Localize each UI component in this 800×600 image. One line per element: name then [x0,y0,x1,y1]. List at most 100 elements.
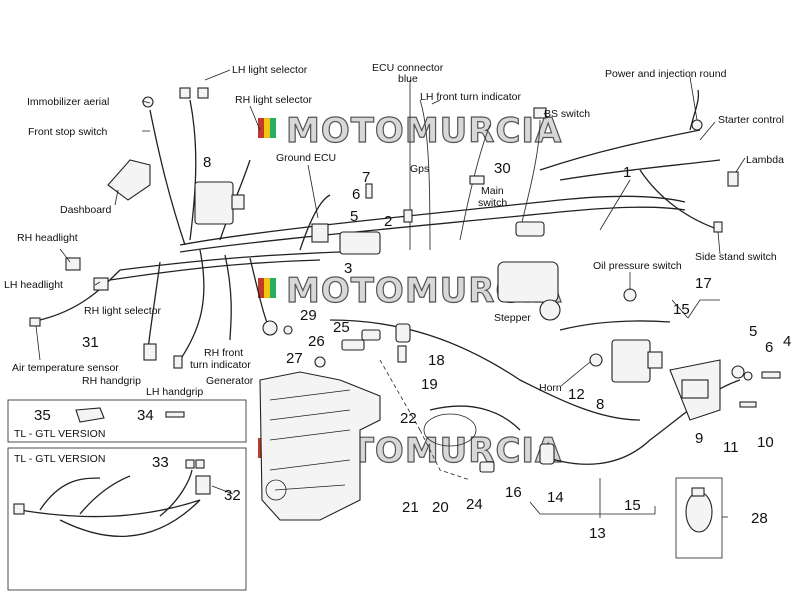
part-number-22: 22 [400,410,417,427]
label-side-stand-switch: Side stand switch [695,251,777,263]
label-main-switch-l1: Main [481,185,504,197]
label-rh-light-selector-left: RH light selector [84,305,162,317]
main-harness [39,89,741,465]
sensor-16 [479,461,495,473]
sensor-25-26 [341,329,381,351]
side-stand-connector [713,221,723,233]
lambda-connector [727,171,739,187]
label-stepper: Stepper [494,312,531,324]
label-tl-gtl-version-35: TL - GTL VERSION [14,428,105,440]
leader-lines [35,69,746,518]
label-starter-control: Starter control [718,114,784,126]
abs-switch-connector [533,107,547,119]
gps-connector [403,209,413,223]
part-number-24: 24 [466,496,483,513]
part-number-5-right: 5 [749,323,757,340]
part-number-35: 35 [34,407,51,424]
washer-27 [314,356,326,368]
part-number-21: 21 [402,499,419,516]
label-abs-switch: BS switch [544,108,590,120]
part-number-11: 11 [723,439,739,456]
lh-light-selector-part [179,87,209,99]
part-number-18: 18 [428,352,445,369]
ground-ecu-connector [311,223,381,255]
lh-handgrip-connector [173,355,183,369]
part-number-7: 7 [362,169,370,186]
text-labels: LH light selector Immobilizer aerial Fro… [4,62,784,398]
part-number-14: 14 [547,489,564,506]
label-main-switch-l2: switch [478,197,507,209]
part-number-30: 30 [494,160,511,177]
dashed-group-20-21-24 [379,359,477,481]
part-number-34: 34 [137,407,154,424]
label-rh-front-turn-l1: RH front [204,347,243,359]
part-number-6-top: 6 [352,186,360,203]
label-oil-pressure-switch: Oil pressure switch [593,260,682,272]
horn-connector [589,353,603,367]
label-air-temperature-sensor: Air temperature sensor [12,362,119,374]
label-lh-light-selector-top: LH light selector [232,64,308,76]
part-number-6-right: 6 [765,339,773,356]
label-rh-light-selector-top: RH light selector [235,94,313,106]
power-injection-ring [691,119,703,131]
label-rh-handgrip: RH handgrip [82,375,141,387]
part-number-8-right: 8 [596,396,604,413]
rh-handgrip-connector [143,343,157,361]
sensor-14 [539,443,555,465]
spark-cap-18 [395,323,411,343]
label-rh-headlight: RH headlight [17,232,78,244]
label-gps: Gps [410,163,429,175]
label-horn: Horn [539,382,562,394]
part-number-16: 16 [505,484,522,501]
part-number-1: 1 [623,164,631,181]
part-number-15-bottom: 15 [624,497,641,514]
part-number-33: 33 [152,454,169,471]
part-number-17: 17 [695,275,712,292]
bracket-9 [669,359,721,421]
part-number-32: 32 [224,487,241,504]
oil-pressure-connector [623,288,637,302]
connector-30 [469,175,485,185]
part-number-10: 10 [757,434,774,451]
part-number-4: 4 [783,333,791,350]
label-lh-handgrip: LH handgrip [146,386,203,398]
part-number-15-top: 15 [673,301,690,318]
relay-8-right [611,339,663,383]
engine-block [259,371,381,521]
label-rh-front-turn-l2: turn indicator [190,359,251,371]
part-number-31: 31 [82,334,99,351]
label-ecu-connector-l1: ECU connector [372,62,444,74]
label-immobilizer-aerial: Immobilizer aerial [27,96,109,108]
part-number-3: 3 [344,260,352,277]
ecu-module-8 [194,181,245,225]
bolt-4 [761,371,781,379]
part-numbers: 1 2 3 4 5 5 6 6 7 8 8 9 10 11 12 13 14 1… [34,154,791,542]
nut-5 [731,365,745,379]
label-tl-gtl-version-32: TL - GTL VERSION [14,453,105,465]
part-number-19: 19 [421,376,438,393]
clip-29 [283,325,293,335]
tl-gtl-box-35 [7,399,247,443]
generator-connector [262,320,278,336]
part-number-29: 29 [300,307,317,324]
air-temp-sensor [29,317,41,327]
label-generator: Generator [206,375,254,387]
spark-plug-19 [397,345,407,363]
part-number-12: 12 [568,386,585,403]
label-lh-front-turn-indicator: LH front turn indicator [420,91,521,103]
part-number-8-left: 8 [203,154,211,171]
part-number-27: 27 [286,350,303,367]
tl-gtl-box-32 [7,447,247,591]
part-number-20: 20 [432,499,449,516]
part-number-25: 25 [333,319,350,336]
part-number-2: 2 [384,213,392,230]
immobilizer-part [142,96,154,108]
label-dashboard: Dashboard [60,204,112,216]
label-power-injection-round: Power and injection round [605,68,727,80]
part-number-13: 13 [589,525,606,542]
label-ground-ecu: Ground ECU [276,152,336,164]
ignition-coil-7 [365,183,373,199]
part-number-9: 9 [695,430,703,447]
